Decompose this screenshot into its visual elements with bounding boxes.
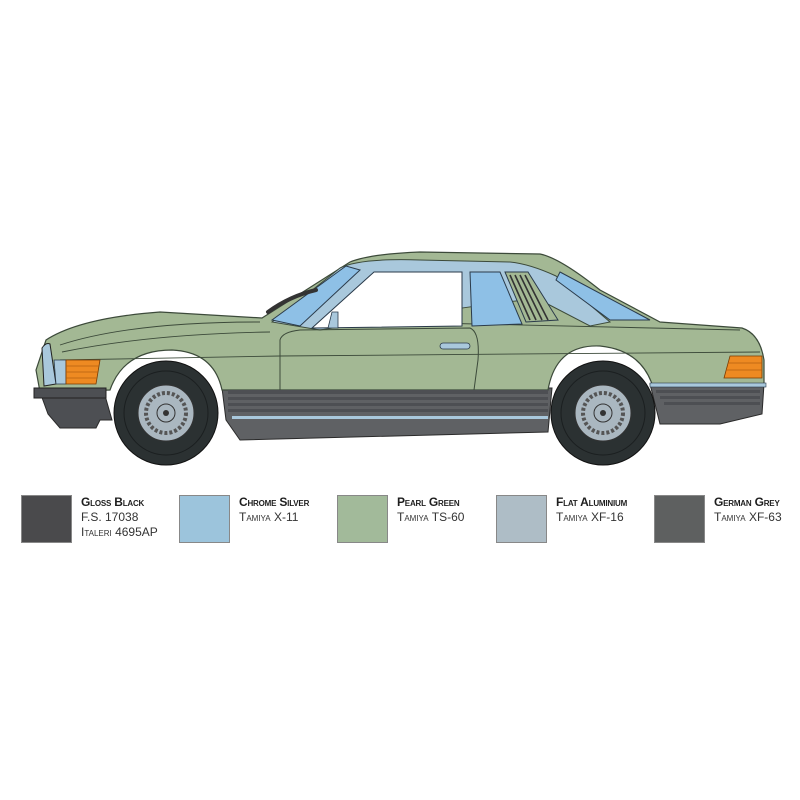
- hood-lines: [59, 319, 761, 361]
- rear-louvre: [504, 271, 559, 323]
- windshield: [270, 265, 361, 327]
- mirror: [327, 311, 339, 329]
- color-ref: Tamiya TS-60: [397, 510, 465, 524]
- color-swatch: [496, 495, 547, 543]
- headlight: [53, 359, 67, 385]
- color-ref: Tamiya X-11: [239, 510, 299, 524]
- color-name: Gloss Black: [81, 495, 145, 509]
- color-ref: Tamiya XF-16: [556, 510, 624, 524]
- color-name: German Grey: [714, 495, 780, 509]
- color-ref: F.S. 17038: [81, 510, 139, 524]
- color-swatch: [179, 495, 230, 543]
- color-name: Pearl Green: [397, 495, 460, 509]
- color-ref: Tamiya XF-63: [714, 510, 782, 524]
- door-outline: [279, 327, 479, 391]
- grille: [41, 343, 57, 387]
- color-ref: Italeri 4695AP: [81, 525, 158, 539]
- color-swatch: [654, 495, 705, 543]
- rear-wheel: [550, 360, 656, 466]
- car-illustration: [33, 251, 767, 466]
- color-swatch: [337, 495, 388, 543]
- paint-color-legend: Gloss Black F.S. 17038 Italeri 4695AP Ch…: [0, 495, 800, 555]
- front-bumper: [33, 387, 107, 399]
- sill-ribs: [228, 390, 548, 412]
- rear-bumper-chrome: [649, 382, 767, 388]
- rear-bumper-ribs: [656, 390, 760, 405]
- rear-window: [555, 271, 651, 321]
- color-name: Flat Aluminium: [556, 495, 628, 509]
- color-name: Chrome Silver: [239, 495, 310, 509]
- color-swatch: [21, 495, 72, 543]
- rear-lamp: [723, 355, 763, 379]
- rear-quarter-window: [469, 271, 523, 327]
- side-window: [310, 271, 463, 329]
- front-wheel: [113, 360, 219, 466]
- door-handle: [439, 342, 471, 350]
- sill-chrome-strip: [232, 416, 548, 419]
- wiper: [266, 288, 318, 314]
